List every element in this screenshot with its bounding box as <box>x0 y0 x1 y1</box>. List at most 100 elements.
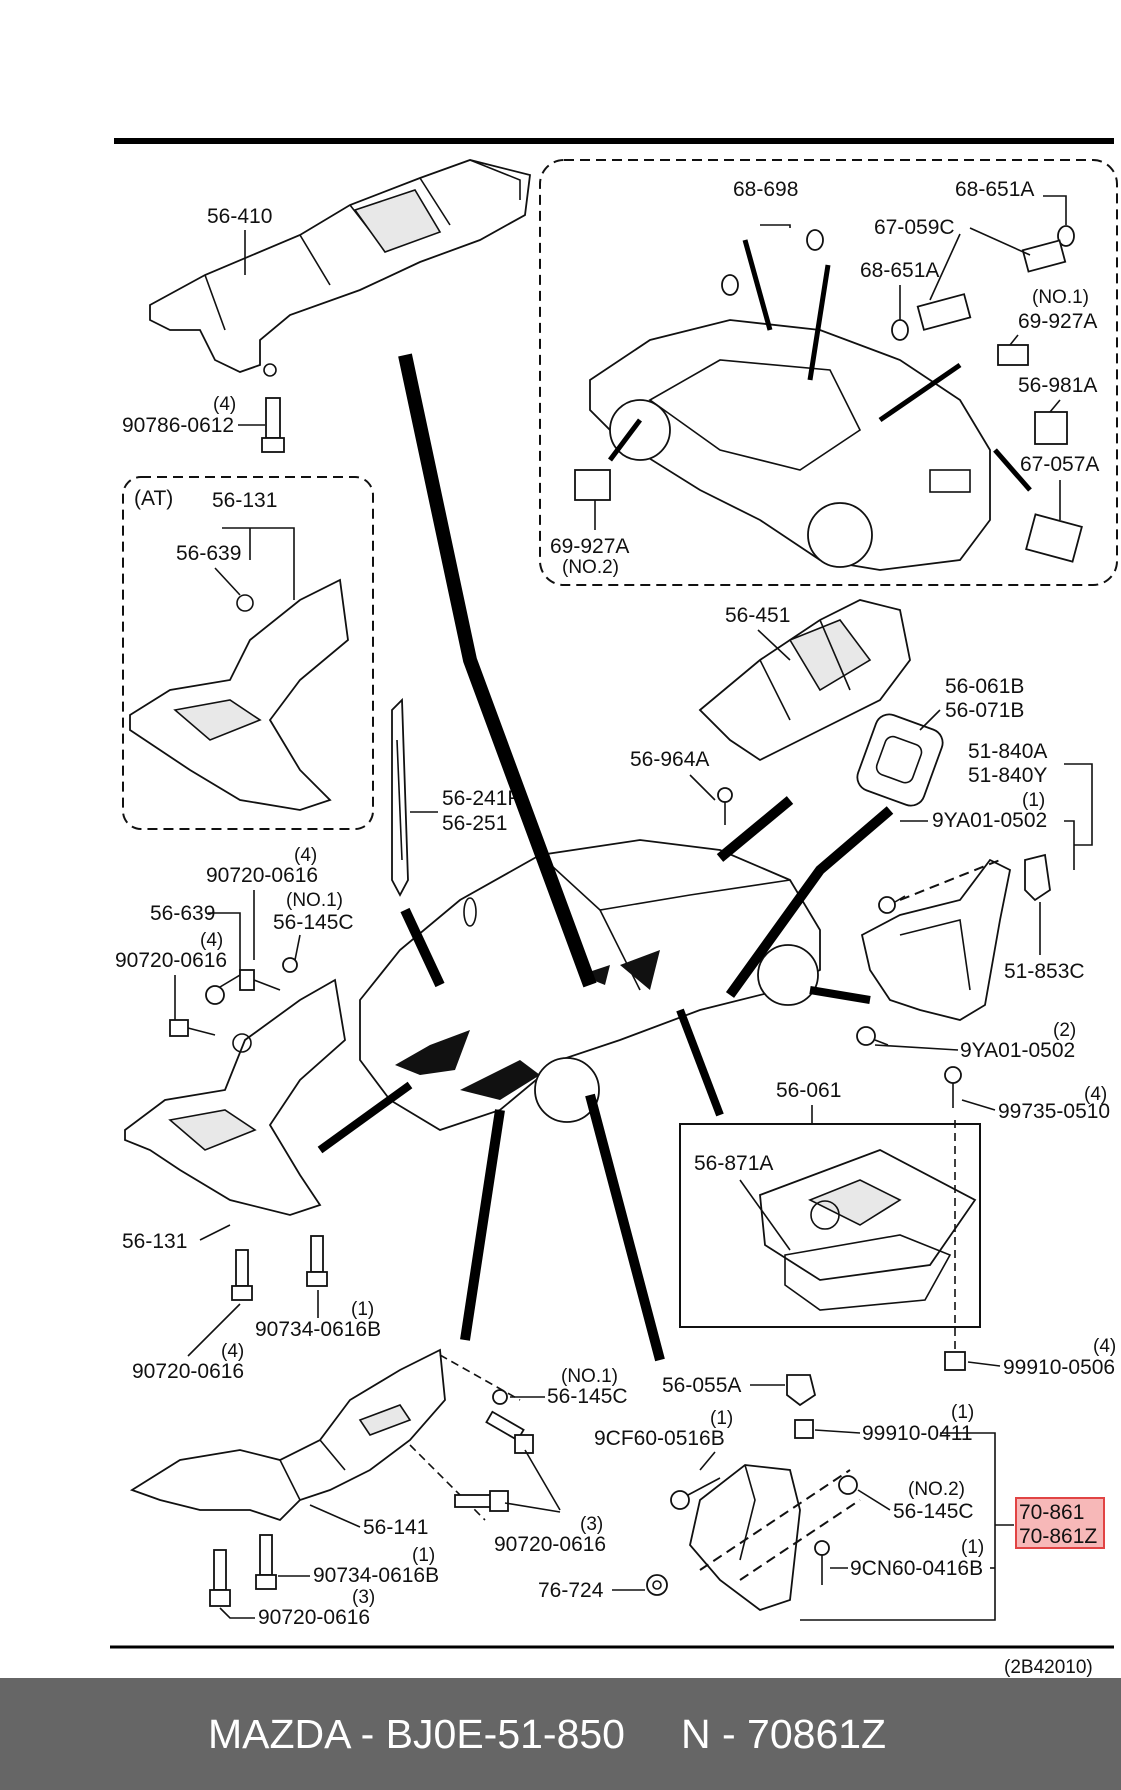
label-90720-0616-e: 90720-0616 <box>258 1606 370 1629</box>
label-qty1-a: (1) <box>1022 790 1045 811</box>
label-qty4-b: (4) <box>200 930 223 951</box>
label-56-131-at: 56-131 <box>212 489 277 512</box>
label-67-057a: 67-057A <box>1020 453 1099 476</box>
nut-56-639-b <box>205 985 225 1005</box>
label-56-410: 56-410 <box>207 205 272 228</box>
label-qty1-e: (1) <box>961 1537 984 1558</box>
label-9cn60-0416b: 9CN60-0416B <box>850 1557 983 1580</box>
grommet-56-061b <box>856 713 944 807</box>
screw-9cn60 <box>814 1540 830 1585</box>
gasket-56-871a <box>784 1234 952 1311</box>
label-69-927a-1: 69-927A <box>1018 310 1097 333</box>
label-51-840a: 51-840A <box>968 740 1047 763</box>
label-56-251: 56-251 <box>442 812 507 835</box>
label-99735-0510: 99735-0510 <box>998 1100 1110 1123</box>
under-cover-at <box>129 578 349 811</box>
label-no1-a: (NO.1) <box>1032 287 1089 308</box>
label-51-853c: 51-853C <box>1004 960 1085 983</box>
label-qty1-b: (1) <box>351 1299 374 1320</box>
footer-oem-part: MAZDA - BJ0E-51-850 <box>208 1710 625 1757</box>
car-rear-view <box>589 319 991 571</box>
label-at: (AT) <box>134 487 173 510</box>
label-no1-c: (NO.1) <box>561 1366 618 1387</box>
label-qty-90786: (4) <box>213 394 236 415</box>
label-qty2-a: (2) <box>1053 1020 1076 1041</box>
bolt-90720-d <box>485 1410 534 1454</box>
label-67-059c: 67-059C <box>874 216 955 239</box>
strip-56-241r <box>391 697 409 897</box>
footer-bar: MAZDA - BJ0E-51-850 N - 70861Z <box>0 1678 1121 1790</box>
screw-9cf60 <box>670 1477 721 1510</box>
rear-car-group-box <box>539 159 1118 586</box>
label-90734-0616b-b: 90734-0616B <box>313 1564 439 1587</box>
bolt-90786 <box>261 397 285 453</box>
under-cover-56-131 <box>124 978 346 1216</box>
bolt-9ya01-2 <box>856 1026 889 1046</box>
label-no2-a: (NO.2) <box>562 557 619 578</box>
label-56-141: 56-141 <box>363 1516 428 1539</box>
label-56-131: 56-131 <box>122 1230 187 1253</box>
label-no1-b: (NO.1) <box>286 890 343 911</box>
clip-51-853c <box>1024 853 1051 902</box>
label-qty4-e: (4) <box>1093 1336 1116 1357</box>
label-90720-0616-c: 90720-0616 <box>132 1360 244 1383</box>
label-qty1-f: (1) <box>412 1545 435 1566</box>
label-56-061: 56-061 <box>776 1079 841 1102</box>
label-56-871a: 56-871A <box>694 1152 773 1175</box>
label-99910-0506: 99910-0506 <box>1003 1356 1115 1379</box>
label-51-840y: 51-840Y <box>968 764 1047 787</box>
label-70-861: 70-861 <box>1019 1501 1084 1524</box>
label-56-071b: 56-071B <box>945 699 1024 722</box>
label-56-061b: 56-061B <box>945 675 1024 698</box>
cover-56-061 <box>759 1149 977 1281</box>
label-90720-0616-b: 90720-0616 <box>115 949 227 972</box>
label-90720-0616-d: 90720-0616 <box>494 1533 606 1556</box>
footer-aftermarket-part: N - 70861Z <box>681 1710 887 1757</box>
screw-99735 <box>944 1066 962 1108</box>
label-qty4-d: (4) <box>1084 1084 1107 1105</box>
label-90734-0616b-a: 90734-0616B <box>255 1318 381 1341</box>
bolt-9ya01-1 <box>878 895 906 914</box>
label-56-964a: 56-964A <box>630 748 709 771</box>
clip-56-145c-b <box>492 1389 508 1405</box>
label-qty4-90720-a: (4) <box>294 845 317 866</box>
heat-shield-56-410 <box>149 159 531 377</box>
mud-flap-rear <box>689 1464 861 1612</box>
label-70-861z: 70-861Z <box>1019 1525 1097 1548</box>
bolt-90720-e <box>454 1490 509 1512</box>
clip-56-964a <box>717 787 733 825</box>
heat-shield-56-451 <box>698 599 911 762</box>
label-68-698: 68-698 <box>733 178 798 201</box>
label-56-639-b: 56-639 <box>150 902 215 925</box>
label-90720-0616-a: 90720-0616 <box>206 864 318 887</box>
label-69-927a-2: 69-927A <box>550 535 629 558</box>
label-no2-b: (NO.2) <box>908 1479 965 1500</box>
clip-99910-0411 <box>794 1419 814 1439</box>
label-56-145c-c: 56-145C <box>893 1500 974 1523</box>
bolt-90734-b <box>255 1534 277 1590</box>
bolt-90720-b <box>169 1019 216 1037</box>
label-9ya01-0502-2: 9YA01-0502 <box>960 1039 1075 1062</box>
bolt-90734-a <box>306 1235 328 1287</box>
label-90786-0612: 90786-0612 <box>122 414 234 437</box>
diagram-code: (2B42010) <box>1004 1657 1093 1678</box>
label-9ya01-0502-1: 9YA01-0502 <box>932 809 1047 832</box>
mud-guard-right <box>860 858 1012 1021</box>
clip-99910-0506 <box>944 1351 966 1371</box>
label-68-651a-2: 68-651A <box>860 259 939 282</box>
clip-56-145c-a <box>282 957 298 973</box>
label-qty3-a: (3) <box>580 1514 603 1535</box>
bolt-90720-c <box>231 1249 253 1301</box>
label-qty1-d: (1) <box>951 1402 974 1423</box>
label-76-724: 76-724 <box>538 1579 604 1602</box>
highlight-70-861 <box>1015 1497 1105 1549</box>
label-qty4-c: (4) <box>221 1341 244 1362</box>
label-qty3-b: (3) <box>352 1587 375 1608</box>
label-56-451: 56-451 <box>725 604 790 627</box>
bolt-90720-a <box>239 969 281 991</box>
clip-76-724 <box>646 1574 668 1596</box>
box-56-061 <box>679 1123 981 1328</box>
label-99910-0411: 99910-0411 <box>862 1422 973 1445</box>
label-56-241r: 56-241R <box>442 787 523 810</box>
bolt-90720-f <box>209 1549 231 1607</box>
